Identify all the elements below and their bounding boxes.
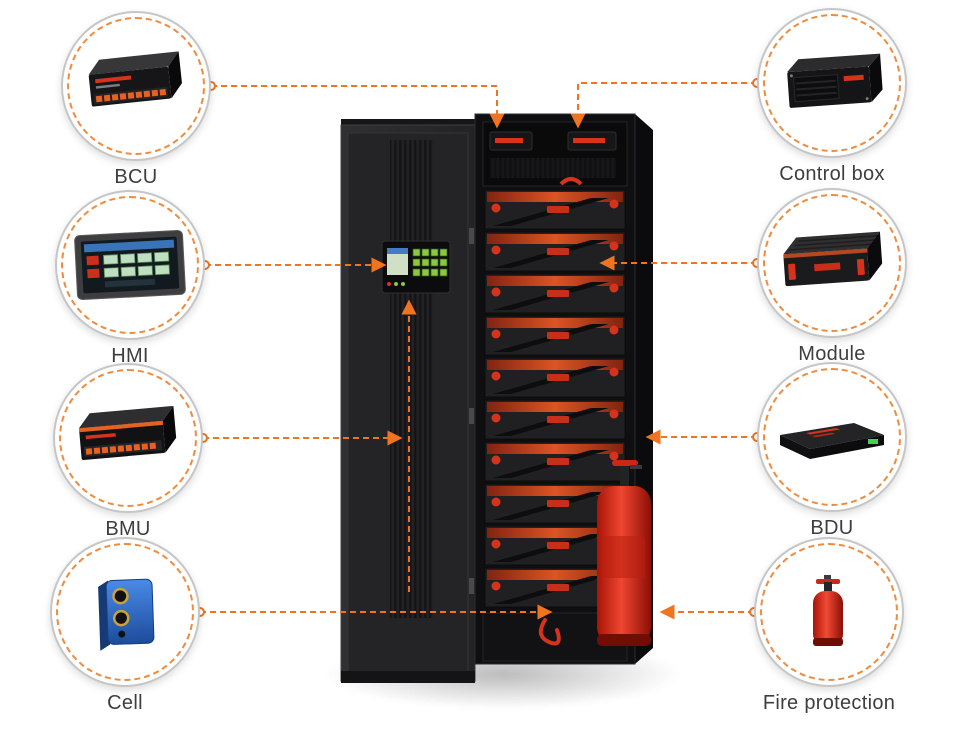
bcu-device-icon: [88, 51, 182, 107]
bcu-circle: [61, 11, 211, 161]
bdu-device-icon: [780, 423, 884, 459]
component-bcu: BCU: [61, 11, 211, 189]
hmi-circle: [55, 190, 205, 340]
control-box-circle: [757, 8, 907, 158]
component-bmu: BMU: [53, 363, 203, 541]
bmu-circle: [53, 363, 203, 513]
cell-circle: [50, 537, 200, 687]
component-control-box: Control box: [757, 8, 907, 186]
bdu-label: BDU: [810, 517, 854, 539]
bcu-label: BCU: [114, 166, 158, 188]
component-module: Module: [757, 188, 907, 366]
component-hmi: HMI: [55, 190, 205, 368]
module-label: Module: [798, 343, 866, 365]
door-display-panel: [381, 240, 451, 294]
cell-label: Cell: [107, 692, 143, 714]
hmi-label: HMI: [111, 345, 149, 367]
fire-protection-circle: [754, 537, 904, 687]
component-bdu: BDU: [757, 362, 907, 540]
component-fire-protection: Fire protection: [754, 537, 904, 715]
bmu-device-icon: [78, 405, 177, 460]
fire-extinguisher: [597, 460, 651, 646]
bdu-circle: [757, 362, 907, 512]
module-device-icon: [783, 231, 883, 287]
bmu-label: BMU: [105, 518, 151, 540]
module-circle: [757, 188, 907, 338]
control-box-label: Control box: [779, 163, 885, 185]
hmi-device-icon: [74, 229, 186, 301]
control-box-device-icon: [787, 53, 883, 108]
cell-device-icon: [98, 578, 155, 651]
battery-cabinet-illustration: [340, 113, 653, 683]
fire-protection-device-icon: [813, 575, 843, 646]
fire-protection-label: Fire protection: [762, 692, 896, 714]
component-cell: Cell: [50, 537, 200, 715]
cabinet-left-tower: [340, 119, 476, 683]
